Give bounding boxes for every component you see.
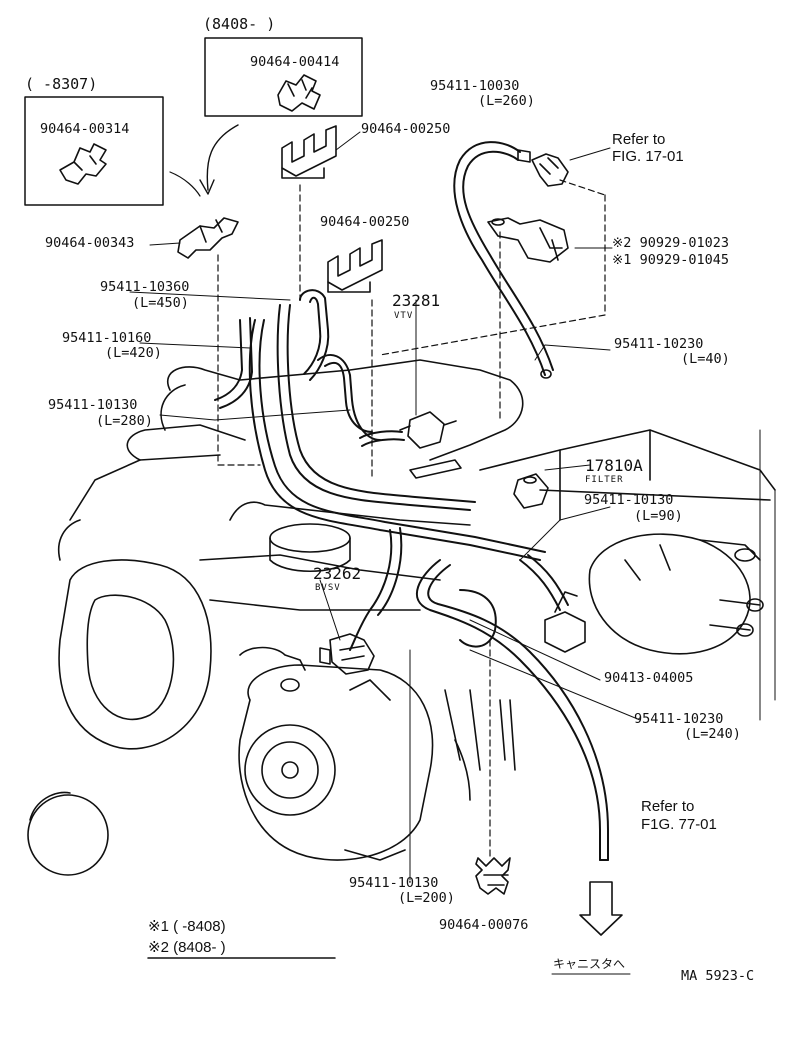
vsv-90929-icon bbox=[487, 217, 569, 263]
clip-90464-00414-icon bbox=[277, 74, 321, 112]
length-40: (L=40) bbox=[681, 351, 730, 367]
legend-note-2: ※2 (8408- ) bbox=[148, 939, 226, 956]
length-240: (L=240) bbox=[684, 726, 741, 742]
fig-77-01-label: F1G. 77-01 bbox=[641, 816, 717, 833]
part-95411-10130-a: 95411-10130 bbox=[48, 397, 138, 413]
length-280: (L=280) bbox=[96, 413, 153, 429]
part-90464-00414: 90464-00414 bbox=[250, 54, 340, 70]
part-95411-10230-a: 95411-10230 bbox=[614, 336, 704, 352]
hose-95411-10030 bbox=[453, 141, 546, 376]
clip-90464-00343-icon bbox=[177, 217, 239, 259]
part-95411-10030: 95411-10030 bbox=[430, 78, 520, 94]
part-95411-10160: 95411-10160 bbox=[62, 330, 152, 346]
part-90464-00250-b: 90464-00250 bbox=[320, 214, 410, 230]
inset-box-8408 bbox=[204, 37, 363, 117]
length-90: (L=90) bbox=[634, 508, 683, 524]
vtv-label: VTV bbox=[394, 311, 414, 321]
part-90464-00314: 90464-00314 bbox=[40, 121, 130, 137]
length-420: (L=420) bbox=[105, 345, 162, 361]
part-90413-04005: 90413-04005 bbox=[604, 670, 694, 686]
bvsv-23262-icon bbox=[319, 633, 375, 675]
inset-box-8307 bbox=[24, 96, 164, 206]
inset-8408-header: (8408- ) bbox=[203, 15, 276, 33]
part-95411-10130-b: 95411-10130 bbox=[584, 492, 674, 508]
part-23262: 23262 bbox=[313, 564, 362, 583]
clip-90464-00314-icon bbox=[59, 143, 107, 185]
part-90929-01045: ※1 90929-01045 bbox=[612, 252, 729, 268]
part-95411-10360: 95411-10360 bbox=[100, 279, 190, 295]
part-23281: 23281 bbox=[392, 291, 441, 310]
refer-to-label-1: Refer to bbox=[612, 131, 666, 148]
part-95411-10230-b: 95411-10230 bbox=[634, 711, 724, 727]
bvsv-label: BVSV bbox=[315, 583, 341, 593]
part-90929-01023: ※2 90929-01023 bbox=[612, 235, 729, 251]
clip-90464-00250-a-icon bbox=[281, 125, 337, 179]
engine-block bbox=[27, 359, 776, 876]
clip-90464-00250-b-icon bbox=[327, 239, 383, 293]
length-450: (L=450) bbox=[132, 295, 189, 311]
refer-to-label-2: Refer to bbox=[641, 798, 695, 815]
legend-note-1: ※1 ( -8408) bbox=[148, 918, 226, 935]
hose-bundle bbox=[214, 289, 609, 861]
filter-17810a-icon bbox=[513, 473, 549, 509]
vacuum-modulator-icon bbox=[544, 591, 586, 653]
diagram-code: MA 5923-C bbox=[681, 968, 755, 984]
inset-8307-header: ( -8307) bbox=[25, 75, 98, 93]
fig-17-01-label: FIG. 17-01 bbox=[612, 148, 684, 165]
part-90464-00343: 90464-00343 bbox=[45, 235, 135, 251]
length-260: (L=260) bbox=[478, 93, 535, 109]
part-90464-00250-a: 90464-00250 bbox=[361, 121, 451, 137]
canister-arrow-icon bbox=[579, 881, 623, 936]
leader-lines bbox=[129, 291, 776, 881]
clip-90464-00076-icon bbox=[475, 857, 511, 895]
vtv-23281-icon bbox=[359, 411, 457, 449]
length-200: (L=200) bbox=[398, 890, 455, 906]
sensor-fig17-icon bbox=[531, 153, 569, 187]
part-95411-10130-c: 95411-10130 bbox=[349, 875, 439, 891]
canister-destination-label: キャニスタへ bbox=[553, 957, 626, 971]
part-90464-00076: 90464-00076 bbox=[439, 917, 529, 933]
filter-label: FILTER bbox=[585, 475, 624, 485]
part-17810a: 17810A bbox=[585, 456, 643, 475]
guide-lines bbox=[217, 179, 606, 861]
reference-arrow bbox=[206, 124, 239, 191]
